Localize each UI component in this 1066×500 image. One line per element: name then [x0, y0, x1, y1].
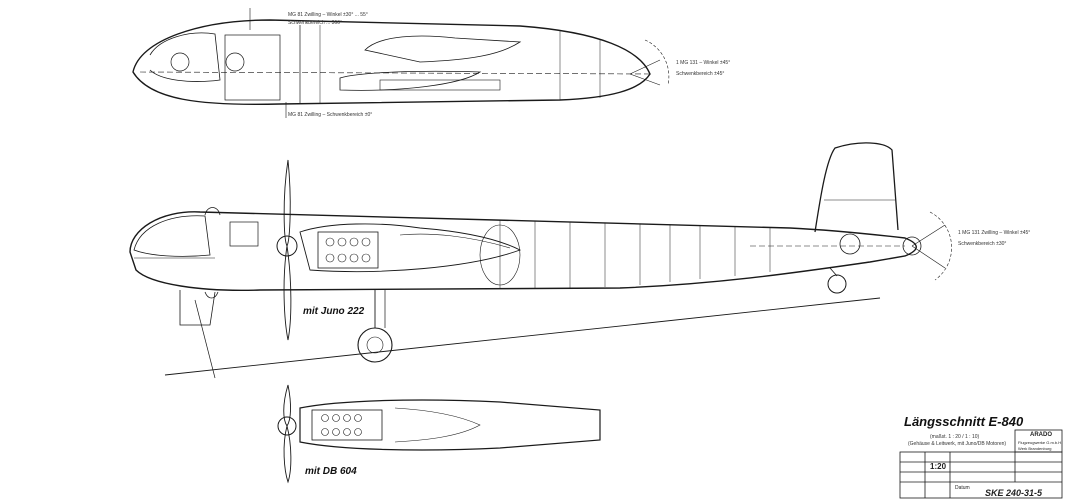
tail-note-side-1: 1 MG 131 Zwilling – Winkel ±45°	[958, 230, 1031, 236]
top-note-1: MG 81 Zwilling – Winkel ±30° ... 55°	[288, 12, 368, 18]
db604-partial-view	[277, 384, 601, 484]
drawing-subtitle-2: (Gehäuse & Leitwerk, mit Juno/DB Motoren…	[908, 441, 1007, 447]
side-view-fuselage	[129, 142, 952, 363]
ground-line	[164, 297, 881, 376]
title-block-scale: 1:20	[930, 462, 947, 471]
engine-label-db: mit DB 604	[305, 466, 357, 477]
title-block-frame	[899, 429, 1063, 499]
top-note-2: Schwenkbereich ... 360°	[288, 20, 342, 26]
title-block-company-sub-1: Flugzeugwerke G.m.b.H.	[1018, 440, 1063, 445]
title-block-company-sub-2: Werk Brandenburg	[1018, 446, 1052, 451]
title-block-company: ARADO	[1030, 432, 1052, 438]
drawing-subtitle-1: (maßst. 1 : 20 / 1 : 10)	[930, 434, 980, 440]
title-block-drawing-number: SKE 240-31-5	[985, 488, 1043, 498]
tail-note-side-2: Schwenkbereich ±30°	[958, 241, 1007, 247]
tail-note-top-2: Schwenkbereich ±45°	[676, 71, 725, 77]
title-block-sheet-label: Datum	[955, 485, 970, 491]
tail-note-top-1: 1 MG 131 – Winkel ±45°	[676, 60, 731, 66]
engine-label-juno: mit Juno 222	[303, 306, 365, 317]
top-bottom-note: MG 81 Zwilling – Schwenkbereich ±0°	[288, 112, 373, 118]
top-view-fuselage	[132, 8, 670, 118]
drawing-title: Längsschnitt E-840	[904, 414, 1024, 429]
